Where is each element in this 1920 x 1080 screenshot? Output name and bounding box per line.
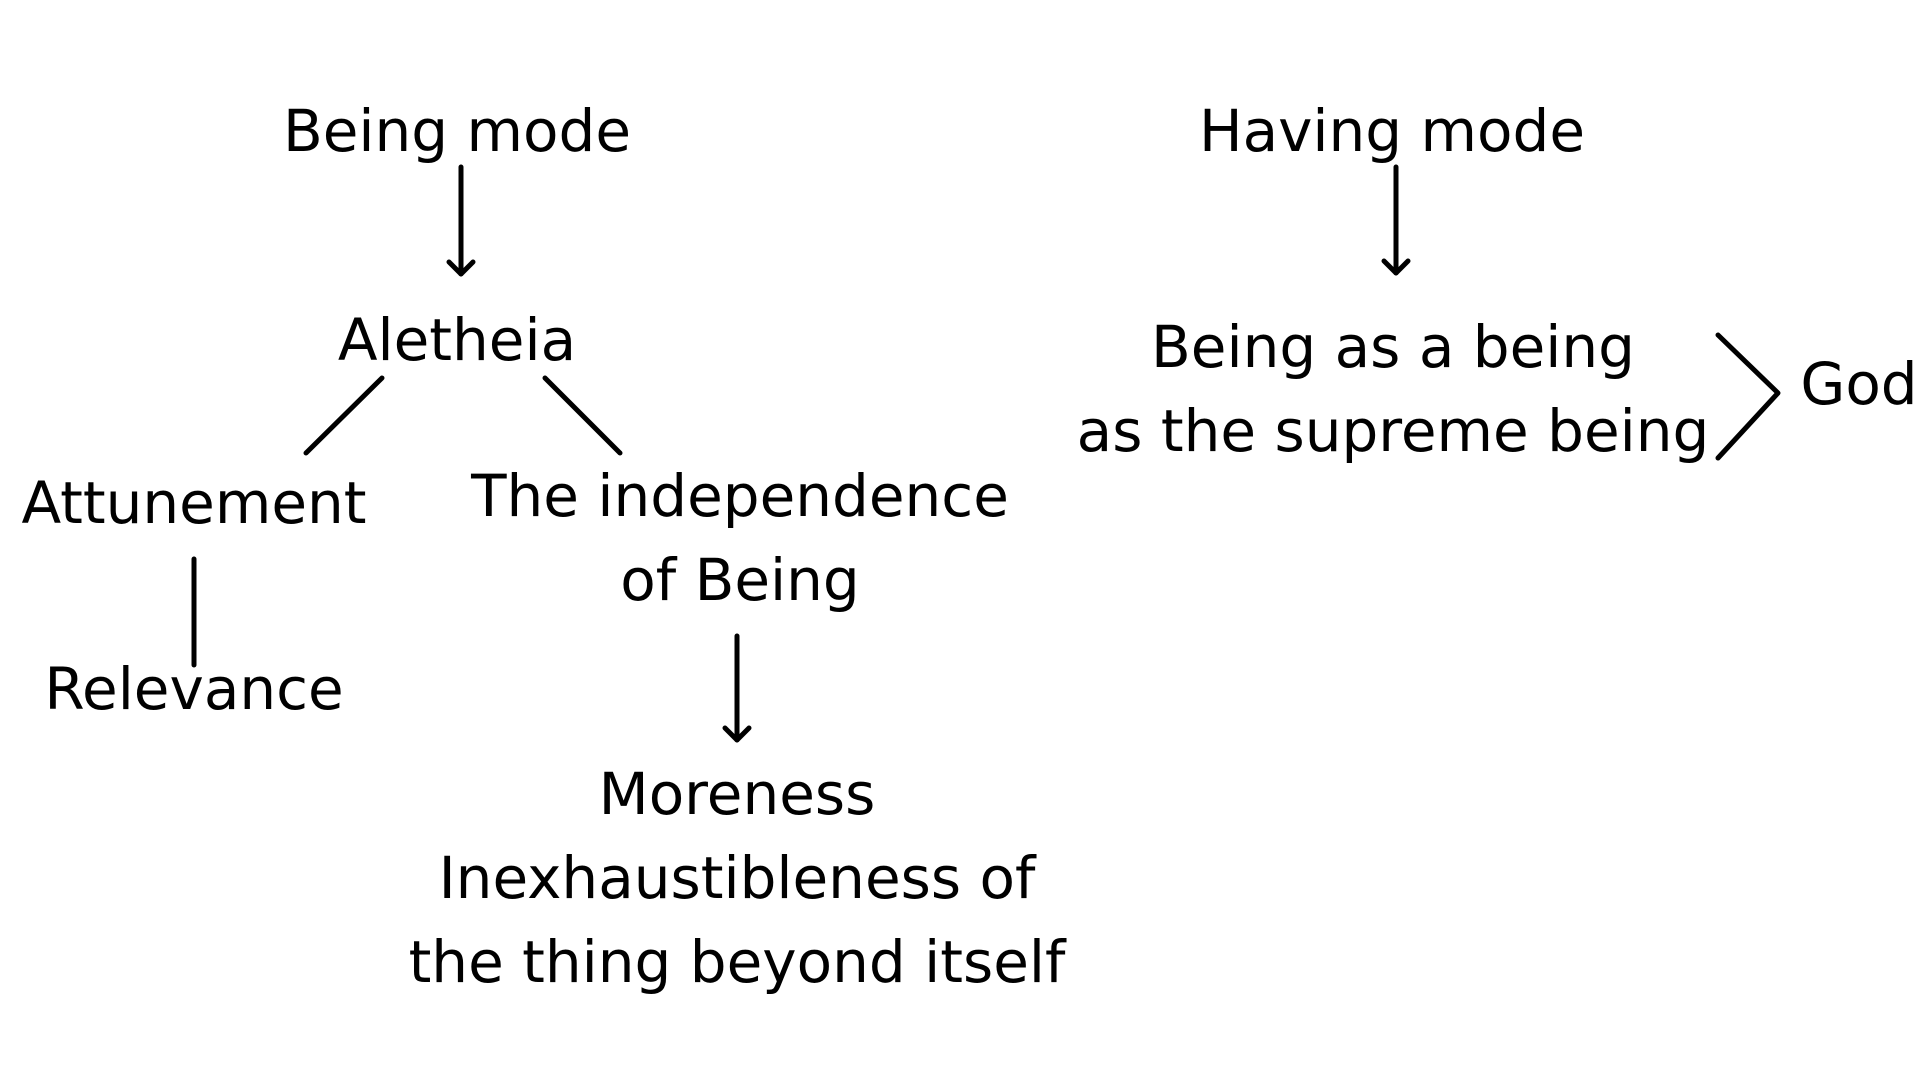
being-mode-label: Being mode: [283, 89, 631, 173]
god-label: God: [1800, 342, 1917, 426]
arrowhead-being-mode-to-aletheia: [446, 259, 476, 277]
god-text: God: [1800, 350, 1918, 418]
attunement-label: Attunement: [21, 461, 366, 545]
relevance-label: Relevance: [44, 647, 343, 731]
link-aletheia-to-independence: [542, 375, 623, 456]
moreness-text-line1: Moreness: [598, 760, 876, 828]
link-aletheia-to-attunement: [303, 375, 385, 456]
independence-of-being-label: The independence of Being: [471, 454, 1009, 622]
attunement-text: Attunement: [21, 469, 367, 537]
relevance-text: Relevance: [44, 655, 344, 723]
having-mode-label: Having mode: [1199, 89, 1585, 173]
having-mode-text: Having mode: [1198, 97, 1586, 165]
moreness-label: Moreness Inexhaustibleness of the thing …: [409, 752, 1066, 1004]
aletheia-label: Aletheia: [338, 298, 576, 382]
being-as-a-being-text-line2: as the supreme being: [1076, 397, 1710, 465]
arrowhead-having-mode-to-being-as-being: [1381, 258, 1411, 276]
independence-text-line1: The independence: [471, 462, 1009, 530]
being-as-a-being-text-line1: Being as a being: [1151, 313, 1635, 381]
moreness-text-line3: the thing beyond itself: [408, 928, 1066, 996]
independence-text-line2: of Being: [620, 546, 860, 614]
being-mode-text: Being mode: [282, 97, 632, 165]
bracket-to-god: [1715, 332, 1781, 461]
aletheia-text: Aletheia: [337, 306, 577, 374]
being-as-a-being-label: Being as a being as the supreme being: [1077, 305, 1710, 473]
moreness-text-line2: Inexhaustibleness of: [438, 844, 1036, 912]
arrowhead-independence-to-moreness: [722, 725, 752, 743]
